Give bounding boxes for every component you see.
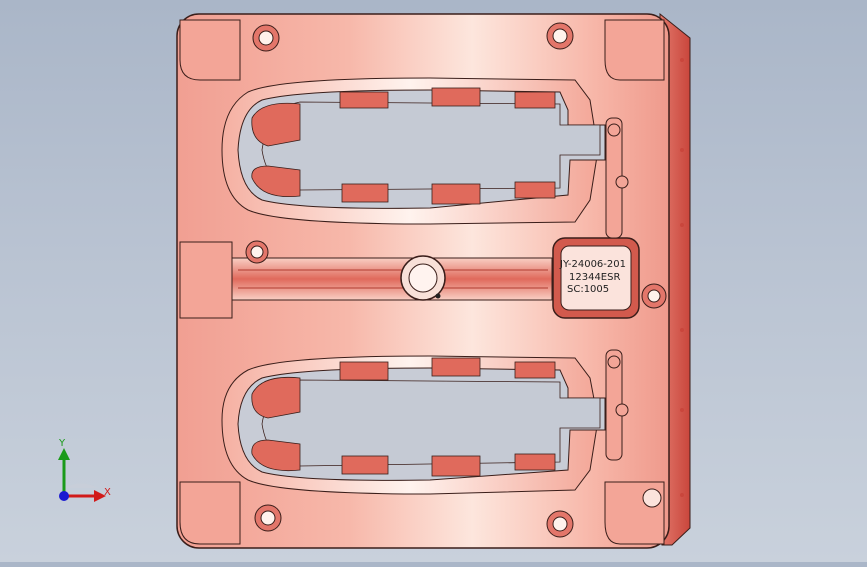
runner-channel bbox=[231, 257, 553, 301]
upper-inserts bbox=[251, 87, 556, 205]
lower-core-ring bbox=[261, 379, 601, 467]
coordinate-triad[interactable]: Y X bbox=[44, 438, 124, 510]
x-axis-label: X bbox=[104, 487, 111, 498]
upper-core-ring bbox=[261, 101, 601, 191]
cooling-fittings bbox=[605, 117, 662, 508]
guide-holes bbox=[245, 22, 667, 538]
lower-inserts bbox=[251, 357, 556, 477]
triad-plane bbox=[64, 483, 98, 488]
y-axis-label: Y bbox=[59, 438, 66, 449]
corner-pockets bbox=[179, 19, 665, 545]
z-axis-point bbox=[59, 491, 69, 501]
side-bolts bbox=[680, 58, 684, 497]
